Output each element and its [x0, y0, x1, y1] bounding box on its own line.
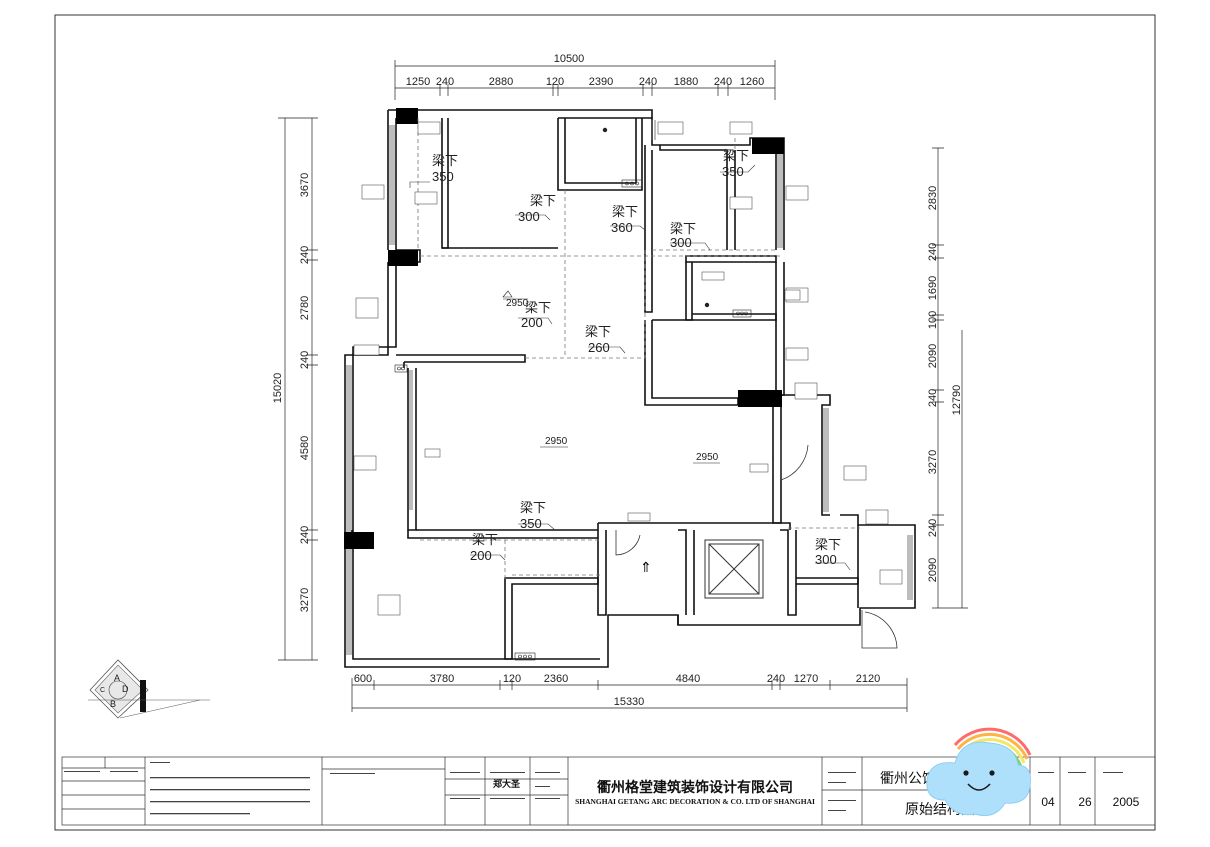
dim-right-9: 2090: [927, 558, 939, 582]
dim-right-2: 240: [927, 243, 939, 261]
dim-bottom-1: 600: [354, 673, 372, 685]
beam-dashes: [417, 118, 860, 580]
dim-right-5: 2090: [927, 344, 939, 368]
doors: [615, 440, 898, 649]
project-name: 衢州公馆: [880, 770, 936, 787]
dimension-lines: [278, 60, 968, 712]
company-name-en: SHANGHAI GETANG ARC DECORATION & CO. LTD…: [575, 797, 815, 806]
windows: [346, 120, 913, 655]
beam-value-6: 200: [521, 315, 543, 330]
dim-top-8: 240: [714, 76, 732, 88]
dim-right-3: 1690: [927, 276, 939, 300]
company-name-cn: 衢州格堂建筑装饰设计有限公司: [597, 779, 793, 796]
beam-value-3: 360: [611, 220, 633, 235]
dim-top-9: 1260: [740, 76, 764, 88]
dim-left-5: 4580: [299, 436, 311, 460]
beam-label-2: 梁下: [530, 193, 556, 208]
dim-top-6: 240: [639, 76, 657, 88]
walls: [344, 109, 916, 668]
page-number: 26: [1078, 795, 1092, 809]
annotation-tags: [353, 121, 903, 616]
compass-letter-d: D: [122, 684, 129, 694]
beam-value-4: 300: [670, 235, 692, 250]
dim-top-5: 2390: [589, 76, 613, 88]
beam-label-10: 梁下: [815, 537, 841, 552]
dim-top-1: 1250: [406, 76, 430, 88]
beam-value-10: 300: [815, 552, 837, 567]
compass-letter-a: A: [114, 673, 120, 683]
dim-left-3: 2780: [299, 296, 311, 320]
beam-label-3: 梁下: [612, 204, 638, 219]
compass-letter-c: C: [100, 687, 105, 694]
columns: [344, 108, 784, 549]
drawing-frame: [54, 14, 1156, 831]
cloud-mascot-icon: [926, 727, 1032, 817]
dim-left-6: 240: [299, 526, 311, 544]
compass-letter-b: B: [110, 699, 116, 709]
dim-top-4: 120: [546, 76, 564, 88]
dim-bottom-8: 2120: [856, 673, 880, 685]
beam-label-8: 梁下: [520, 500, 546, 515]
beam-label-1: 梁下: [432, 153, 458, 168]
beam-label-4: 梁下: [670, 221, 696, 236]
beam-value-8: 350: [520, 516, 542, 531]
elevator-shaft: [704, 539, 764, 599]
dim-bottom-3: 120: [503, 673, 521, 685]
beam-label-5: 梁下: [723, 148, 749, 163]
dim-right-6: 240: [927, 389, 939, 407]
beam-value-5: 350: [722, 164, 744, 179]
dim-bottom-6: 240: [767, 673, 785, 685]
designer-name: 郑大圣: [493, 778, 521, 789]
dim-left-total: 15020: [272, 373, 284, 404]
dim-top-2: 240: [436, 76, 454, 88]
year: 2005: [1113, 795, 1140, 809]
dim-left-7: 3270: [299, 588, 311, 612]
beam-value-2: 300: [518, 209, 540, 224]
dim-right-4: 100: [927, 311, 939, 329]
compass-symbol: A B C D: [88, 659, 210, 719]
dim-left-4: 240: [299, 351, 311, 369]
dim-right-total: 12790: [951, 385, 963, 416]
dim-right-7: 3270: [927, 450, 939, 474]
dim-top-3: 2880: [489, 76, 513, 88]
dim-left-2: 240: [299, 246, 311, 264]
height-1: 2950: [506, 298, 529, 309]
beam-label-7: 梁下: [585, 324, 611, 339]
title-block-fine-print: [64, 762, 1123, 815]
outlets: [394, 179, 752, 661]
beam-label-6: 梁下: [525, 300, 551, 315]
sheet-number: 04: [1041, 795, 1055, 809]
beam-value-9: 200: [470, 548, 492, 563]
dim-left-1: 3670: [299, 173, 311, 197]
dim-bottom-total: 15330: [614, 696, 645, 708]
height-markers: [502, 290, 720, 464]
dim-bottom-5: 4840: [676, 673, 700, 685]
beam-label-9: 梁下: [472, 532, 498, 547]
beam-value-1: 350: [432, 169, 454, 184]
height-2: 2950: [545, 436, 568, 447]
height-3: 2950: [696, 452, 719, 463]
dim-bottom-4: 2360: [544, 673, 568, 685]
stair-arrow-icon: ⇑: [640, 559, 652, 575]
dim-top-7: 1880: [674, 76, 698, 88]
dim-bottom-2: 3780: [430, 673, 454, 685]
beam-value-7: 260: [588, 340, 610, 355]
dim-bottom-7: 1270: [794, 673, 818, 685]
dim-right-8: 240: [927, 519, 939, 537]
fixtures: [602, 127, 710, 308]
beam-notes: [409, 164, 851, 571]
dim-top-total: 10500: [554, 53, 585, 65]
dim-right-1: 2830: [927, 186, 939, 210]
